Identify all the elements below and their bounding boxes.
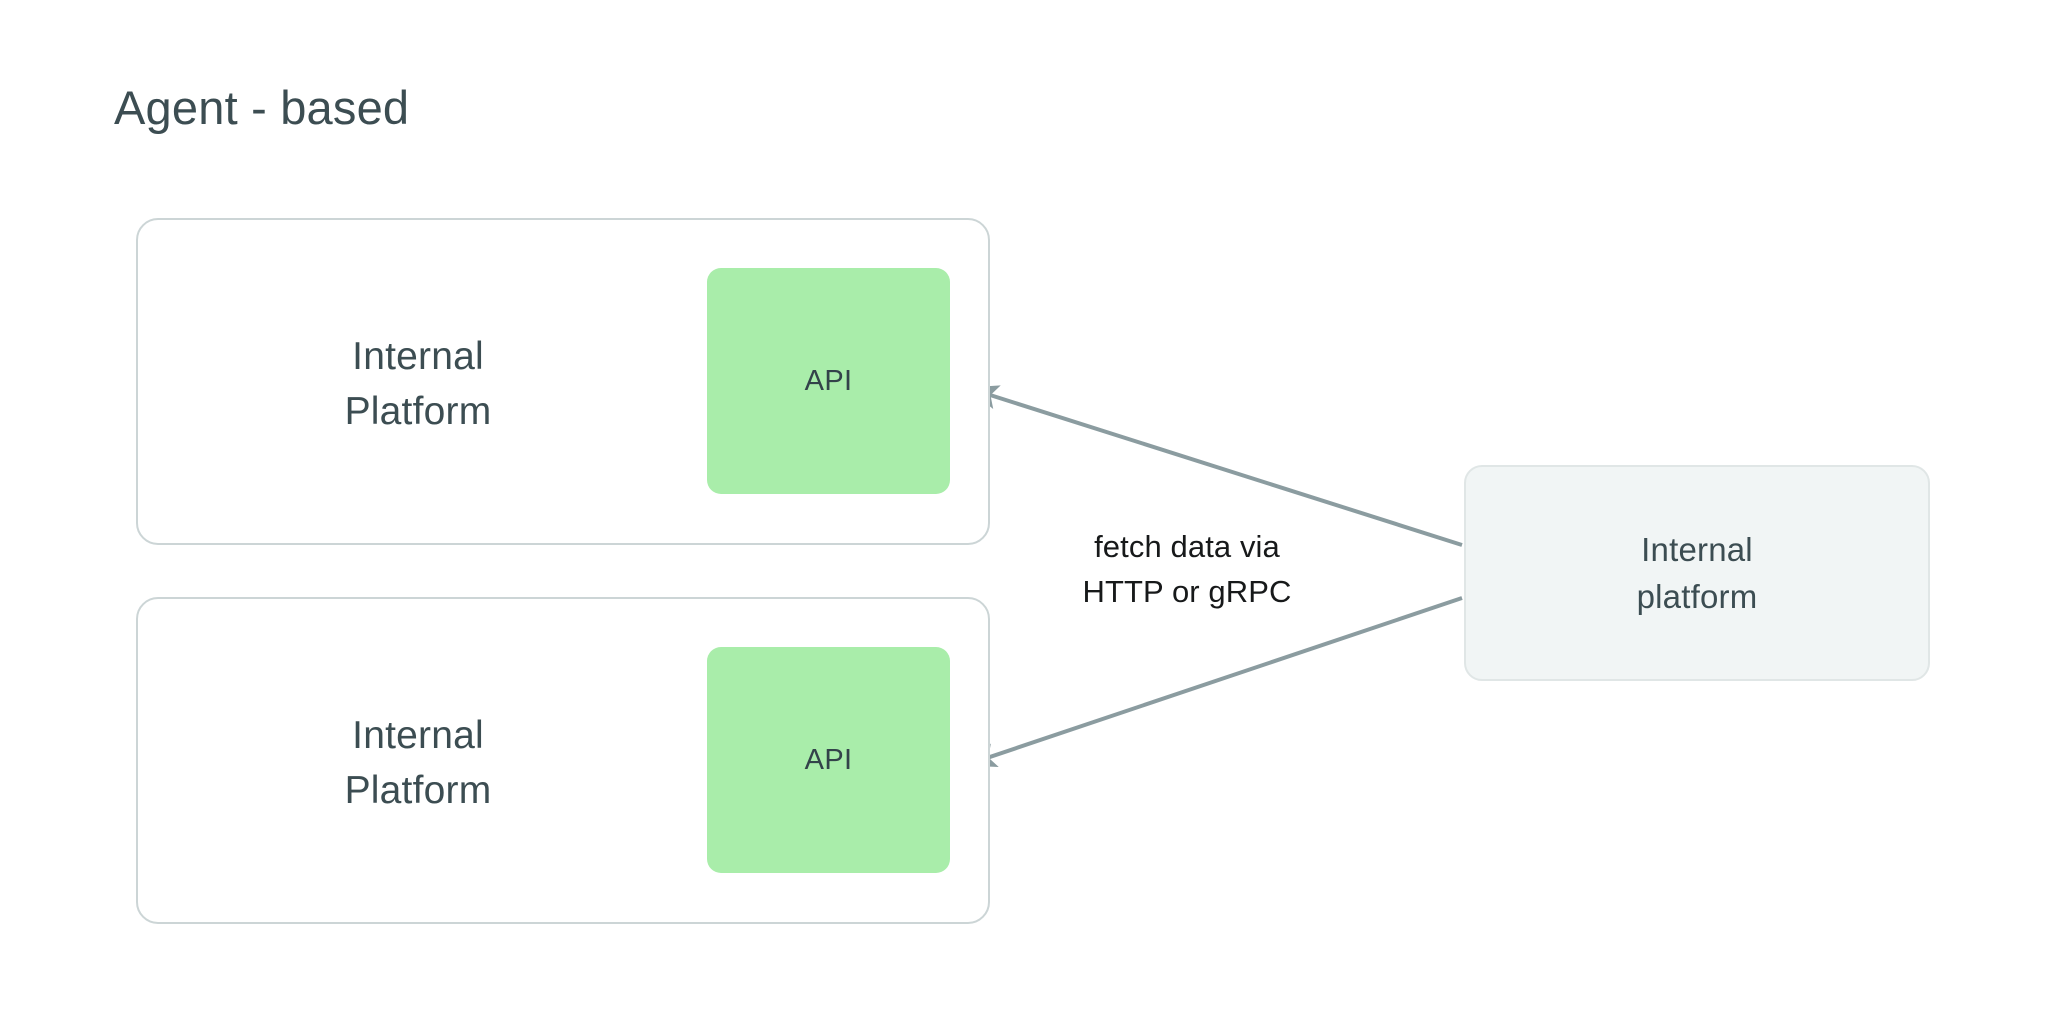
api-box-2-label: API	[804, 744, 853, 776]
api-box-1-label: API	[804, 365, 853, 397]
platform-card-2-label: Internal Platform	[344, 714, 492, 812]
connector-arrow-top	[966, 385, 1463, 547]
api-box-2[interactable]: API	[707, 647, 950, 873]
page-title: Agent - based	[114, 81, 410, 134]
internal-platform-box-label: Internal platform	[1636, 531, 1758, 615]
internal-platform-box[interactable]: Internal platform	[1464, 465, 1930, 681]
connector-arrow-bottom	[964, 596, 1463, 768]
api-box-1[interactable]: API	[707, 268, 950, 494]
platform-card-1-label: Internal Platform	[344, 335, 492, 433]
edge-label-fetch-data: fetch data via HTTP or gRPC	[1082, 529, 1292, 609]
